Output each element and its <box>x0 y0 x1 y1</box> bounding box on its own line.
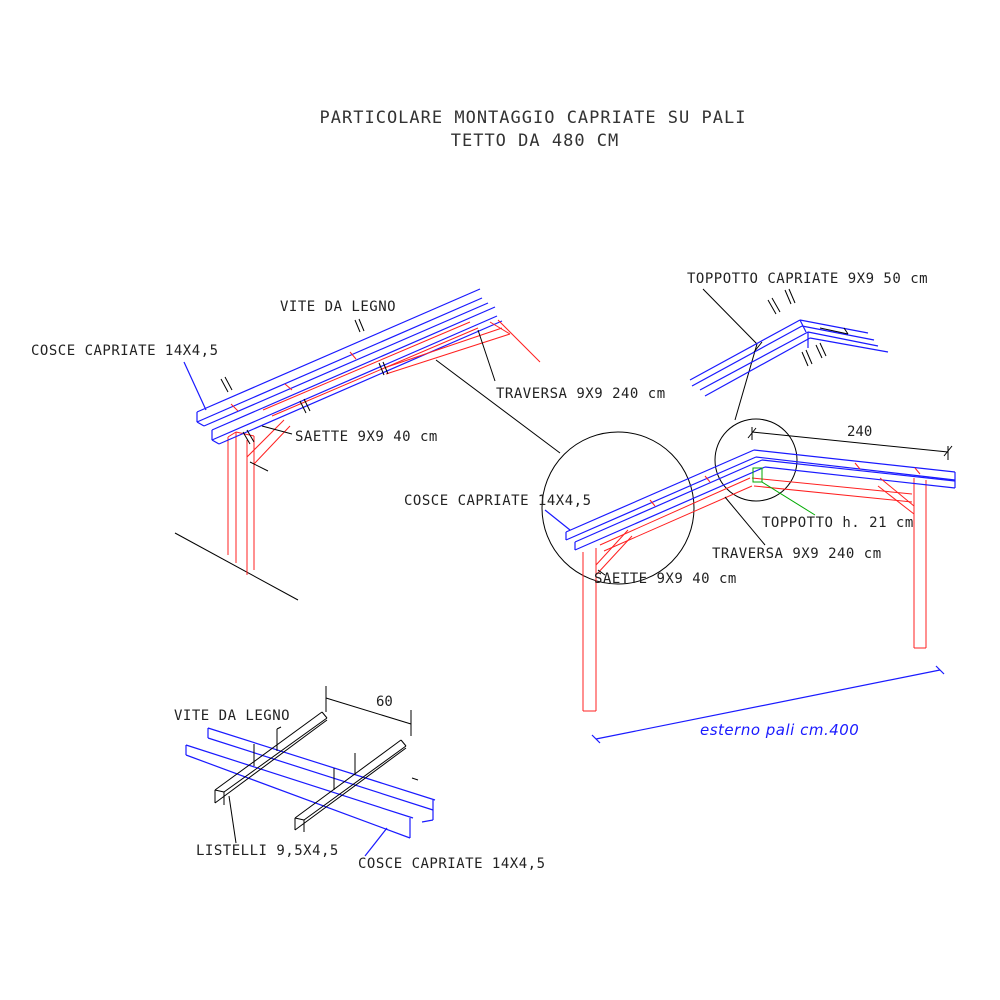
listelli-detail: 60 VITE DA LEGNO LISTELLI 9,5X4,5 COSCE … <box>174 686 546 872</box>
rafter-right-slope <box>753 449 956 489</box>
leader-cosce-right <box>544 509 571 531</box>
label-listelli: LISTELLI 9,5X4,5 <box>196 843 339 859</box>
ridge-detail <box>689 288 889 397</box>
leader-cosce-left <box>183 361 207 411</box>
drawing-subtitle: TETTO DA 480 CM <box>451 131 620 151</box>
leader-toppotto-capriate <box>702 288 758 345</box>
traversa-left <box>230 319 541 417</box>
eave-detail-left: VITE DA LEGNO COSCE CAPRIATE 14X4,5 TRAV… <box>31 288 666 601</box>
post-right-front <box>582 548 597 712</box>
dimension-240-label: 240 <box>847 424 872 440</box>
label-cosce-bottom: COSCE CAPRIATE 14X4,5 <box>358 856 546 872</box>
label-traversa-left: TRAVERSA 9X9 240 cm <box>496 386 666 402</box>
rafter-right-upper <box>565 449 766 551</box>
truss-frame-right: 240 esterno pali cm.400 COSCE CAPRIATE 1… <box>404 288 956 744</box>
dimension-240 <box>747 427 953 460</box>
cosce-bottom-back <box>207 727 436 823</box>
rafter-upper-left <box>196 288 489 427</box>
label-cosce-right: COSCE CAPRIATE 14X4,5 <box>404 493 592 509</box>
traversa-right <box>599 462 921 552</box>
dimension-60-label: 60 <box>376 694 393 710</box>
leader-toppotto-to-circle <box>734 343 758 421</box>
cosce-bottom-front <box>185 744 414 839</box>
label-saette-left: SAETTE 9X9 40 cm <box>295 429 438 445</box>
screw-marks-bottom <box>253 726 419 790</box>
dimension-esterno-pali <box>591 665 945 744</box>
ground-line <box>174 532 299 601</box>
label-saette-right: SAETTE 9X9 40 cm <box>594 571 737 587</box>
label-traversa-right: TRAVERSA 9X9 240 cm <box>712 546 882 562</box>
screw-marks-left <box>220 318 389 472</box>
leader-saette-right <box>597 569 606 576</box>
saette-right <box>595 477 915 576</box>
leader-detail-connector <box>435 359 561 454</box>
listello-left <box>214 711 328 805</box>
label-toppotto-capriate: TOPPOTTO CAPRIATE 9X9 50 cm <box>687 271 928 287</box>
label-cosce-left: COSCE CAPRIATE 14X4,5 <box>31 343 219 359</box>
callout-circle-ridge <box>714 418 798 502</box>
callout-circle-eave <box>541 431 695 585</box>
leader-traversa-left <box>477 329 496 382</box>
leader-cosce-bottom <box>364 827 388 857</box>
label-esterno-pali: esterno pali cm.400 <box>700 721 859 739</box>
rafter-lower-left <box>211 306 503 445</box>
toppotto-ridge <box>752 467 816 516</box>
label-vite-legno-bottom: VITE DA LEGNO <box>174 708 290 724</box>
leader-listelli <box>228 795 237 844</box>
label-vite-legno-top: VITE DA LEGNO <box>280 299 396 315</box>
post-right-back <box>913 478 927 649</box>
dimension-60 <box>325 686 412 736</box>
leader-saette-left <box>261 425 293 435</box>
leader-traversa-right <box>724 496 766 546</box>
listello-right <box>294 739 407 832</box>
post-left <box>227 431 255 575</box>
drawing-title: PARTICOLARE MONTAGGIO CAPRIATE SU PALI <box>320 108 747 128</box>
label-toppotto-h: TOPPOTTO h. 21 cm <box>762 515 914 531</box>
